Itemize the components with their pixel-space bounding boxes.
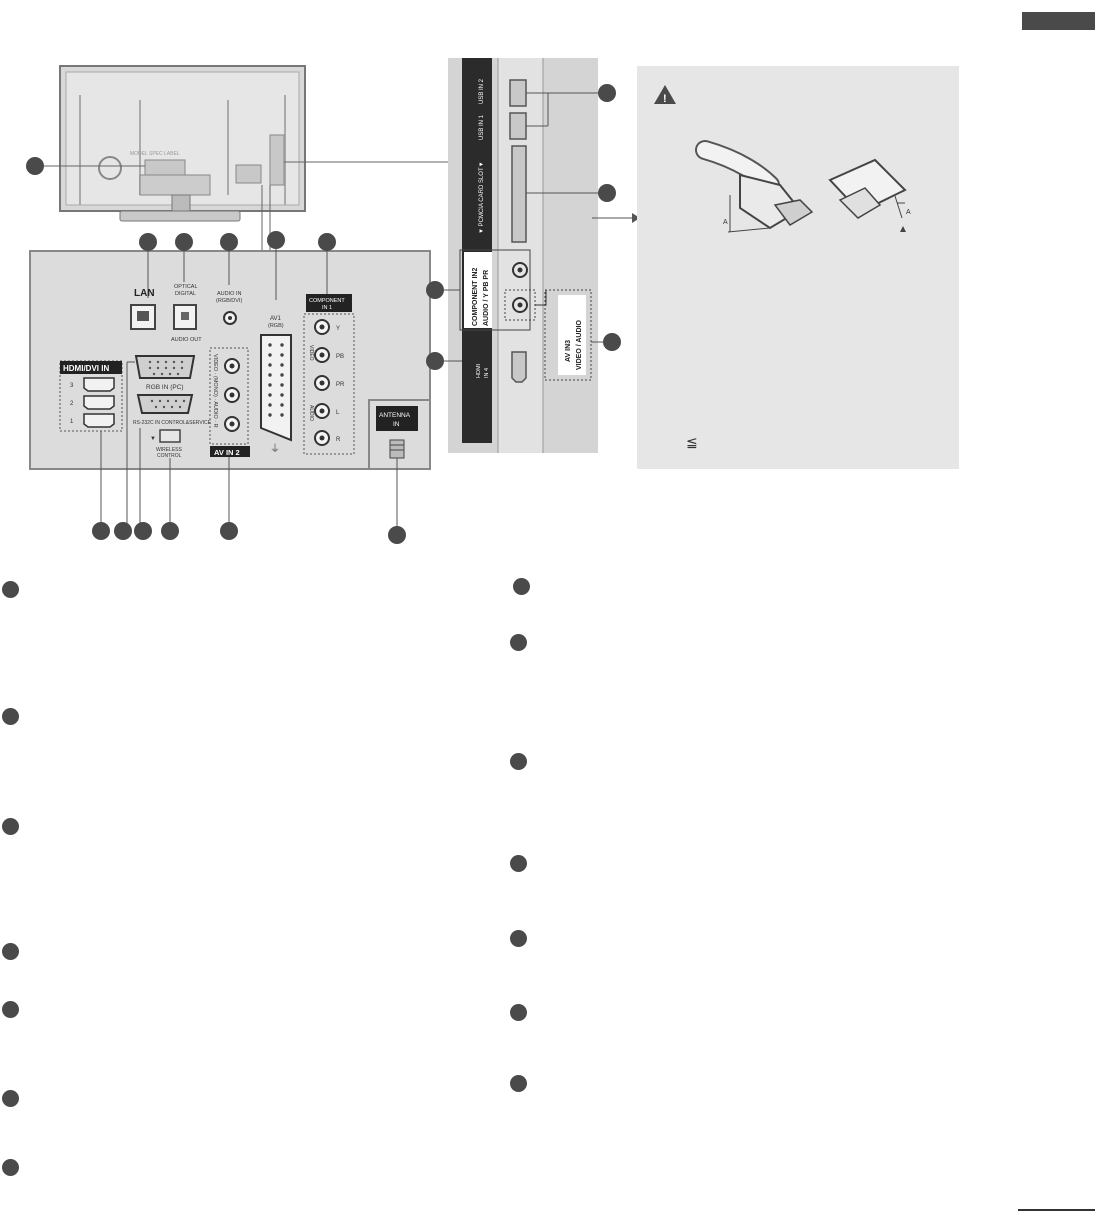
component-jack-r: R	[336, 437, 341, 443]
av1-label: AV1	[270, 316, 282, 322]
hdmi-port-number: 2	[70, 401, 74, 407]
dimension-label-a: A	[906, 209, 911, 216]
component-jack-pb: PB	[336, 354, 344, 360]
wireless-control-label: WIRELESS	[156, 447, 183, 453]
description-bullet	[2, 943, 19, 960]
lan-label: LAN	[134, 288, 155, 299]
description-bullet	[2, 708, 19, 725]
antenna-in-label: ANTENNA	[379, 412, 411, 419]
description-bullet	[510, 753, 527, 770]
antenna-in-label: IN	[393, 421, 400, 428]
callout-marker	[26, 157, 44, 175]
usb-in2-port	[509, 79, 527, 107]
tv-rear-illustration: MODEL SPEC LABEL	[59, 65, 452, 250]
svg-text:⏚: ⏚	[270, 443, 280, 455]
rgb-in-label: RGB IN (PC)	[146, 384, 184, 391]
description-bullet	[513, 578, 530, 595]
av-in2-jack-labels: VIDEO · (MONO) · AUDIO · R	[212, 354, 218, 428]
pcmcia-slot	[511, 145, 527, 243]
hdmi-dvi-in-group	[59, 360, 123, 432]
warning-symbol: !	[663, 93, 667, 105]
component-audio-group: AUDIO	[308, 405, 314, 421]
pcmcia-label: ▼ PCMCIA CARD SLOT▼	[479, 161, 485, 234]
hdmi-in4-label: IN 4	[484, 368, 490, 378]
av-in3-label: VIDEO / AUDIO	[576, 320, 583, 370]
warning-triangle-icon	[654, 85, 676, 104]
component-in2-label: COMPONENT IN2	[472, 268, 479, 326]
hdmi-in4-port	[511, 351, 527, 383]
hdmi-dvi-in-label: HDMI/DVI IN	[63, 364, 109, 373]
description-bullet	[2, 581, 19, 598]
section-tab-marker	[1022, 12, 1095, 30]
audio-in-label: AUDIO IN	[217, 291, 241, 297]
av1-label: (RGB)	[268, 323, 284, 329]
description-bullet	[510, 855, 527, 872]
component-video-group: VIDEO	[308, 345, 314, 361]
usb-in1-port	[509, 112, 527, 140]
av1-scart-port	[260, 334, 292, 442]
component-in1-label: IN 1	[322, 305, 332, 311]
component-in1-label: COMPONENT	[309, 298, 345, 304]
av-in3-label: AV IN3	[565, 340, 572, 362]
side-callouts	[426, 84, 621, 370]
side-connector-panel: USB IN 2 USB IN 1 ▼ PCMCIA CARD SLOT▼ CO…	[444, 58, 640, 453]
component-in1-jacks	[314, 319, 330, 446]
component-jack-pr: PR	[336, 382, 345, 388]
warning-box: ! A A ≦	[637, 66, 959, 469]
description-bullet	[2, 1159, 19, 1176]
svg-text:▼: ▼	[150, 436, 156, 442]
optical-label: DIGITAL	[175, 291, 196, 297]
audio-out-label: AUDIO OUT	[171, 337, 202, 343]
description-bullet	[2, 1001, 19, 1018]
page-footer-rule	[1018, 1209, 1095, 1211]
antenna-port	[389, 439, 405, 459]
hdmi-in4-label: HDMI	[476, 363, 482, 378]
description-bullet	[510, 634, 527, 651]
rear-connector-panel: LAN OPTICAL DIGITAL AUDIO OUT AUDIO IN (…	[29, 231, 431, 523]
hdmi-cable-icon: A	[695, 140, 814, 233]
usb-in1-label: USB IN 1	[479, 114, 485, 140]
rs232c-port	[136, 394, 194, 414]
dimension-label-a: A	[723, 219, 728, 226]
less-equal-symbol: ≦	[686, 434, 698, 450]
component-jack-y: Y	[336, 326, 340, 332]
rs232c-label: RS-232C IN CONTROL&SERVICE	[133, 420, 212, 426]
usb-in2-label: USB IN 2	[479, 78, 485, 104]
description-bullet	[510, 930, 527, 947]
svg-text:MODEL SPEC LABEL: MODEL SPEC LABEL	[130, 151, 180, 157]
component-jack-l: L	[336, 410, 340, 416]
usb-stick-icon: A	[828, 158, 911, 232]
description-bullet	[2, 818, 19, 835]
wireless-control-port	[159, 429, 181, 443]
antenna-panel: ANTENNA IN	[368, 399, 431, 527]
description-bullet	[510, 1075, 527, 1092]
description-bullet	[510, 1004, 527, 1021]
rgb-in-port	[134, 355, 196, 379]
hdmi-ports	[83, 377, 115, 428]
av-in2-jacks	[224, 358, 240, 432]
bottom-callouts	[92, 522, 406, 544]
component-in2-label: AUDIO / Y PB PR	[483, 270, 490, 326]
optical-label: OPTICAL	[174, 284, 198, 290]
hdmi-port-number: 3	[70, 383, 74, 389]
wireless-control-label: CONTROL	[157, 453, 182, 459]
av-in2-label: AV IN 2	[214, 448, 240, 457]
audio-in-label: (RGB/DVI)	[216, 298, 242, 304]
hdmi-port-number: 1	[70, 419, 74, 425]
description-bullet	[2, 1090, 19, 1107]
